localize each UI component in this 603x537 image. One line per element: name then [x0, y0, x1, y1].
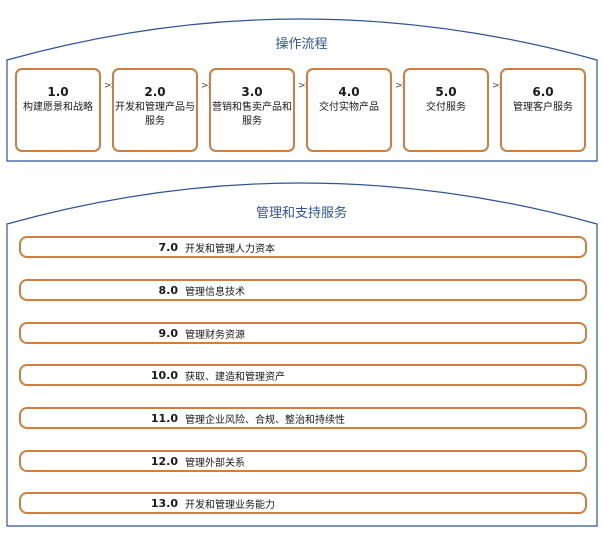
- support-item-label: 管理外部关系: [185, 457, 245, 469]
- support-item-label: 管理企业风险、合规、整治和持续性: [185, 414, 345, 426]
- bottom-section-frame: [6, 182, 598, 527]
- support-item-12[interactable]: 12.0 管理外部关系: [19, 450, 587, 472]
- support-item-label: 开发和管理业务能力: [185, 499, 275, 511]
- support-item-number: 13.0: [150, 496, 178, 510]
- support-item-label: 管理财务资源: [185, 329, 245, 341]
- bottom-section-title: 管理和支持服务: [255, 206, 347, 221]
- step-label: 营销和售卖产品和服务: [212, 102, 292, 127]
- step-label: 管理客户服务: [513, 102, 573, 113]
- step-box-3[interactable]: 3.0 营销和售卖产品和服务: [209, 68, 295, 152]
- step-label: 交付实物产品: [319, 102, 379, 113]
- support-item-8[interactable]: 8.0 管理信息技术: [19, 279, 587, 301]
- step-number: 5.0: [435, 85, 457, 99]
- support-item-label: 开发和管理人力资本: [185, 243, 275, 255]
- support-item-label: 管理信息技术: [185, 286, 245, 298]
- step-label: 交付服务: [426, 102, 466, 113]
- support-item-number: 9.0: [158, 326, 179, 340]
- support-item-number: 12.0: [150, 454, 178, 468]
- support-item-13[interactable]: 13.0 开发和管理业务能力: [19, 492, 587, 514]
- step-box-5[interactable]: 5.0 交付服务: [403, 68, 489, 152]
- step-box-2[interactable]: 2.0 开发和管理产品与服务: [112, 68, 198, 152]
- step-number: 1.0: [47, 85, 69, 99]
- step-box-4[interactable]: 4.0 交付实物产品: [306, 68, 392, 152]
- step-box-6[interactable]: 6.0 管理客户服务: [500, 68, 586, 152]
- step-number: 2.0: [144, 85, 166, 99]
- support-item-number: 8.0: [158, 283, 179, 297]
- step-box-1[interactable]: 1.0 构建愿景和战略: [15, 68, 101, 152]
- support-item-10[interactable]: 10.0 获取、建造和管理资产: [19, 364, 587, 386]
- step-label: 开发和管理产品与服务: [115, 102, 195, 127]
- support-item-7[interactable]: 7.0 开发和管理人力资本: [19, 236, 587, 258]
- support-item-number: 10.0: [150, 368, 178, 382]
- support-item-number: 7.0: [158, 240, 179, 254]
- step-number: 3.0: [241, 85, 263, 99]
- support-item-11[interactable]: 11.0 管理企业风险、合规、整治和持续性: [19, 407, 587, 429]
- step-label: 构建愿景和战略: [23, 102, 93, 113]
- support-item-label: 获取、建造和管理资产: [185, 371, 285, 383]
- support-item-number: 11.0: [150, 411, 178, 425]
- top-section-title: 操作流程: [275, 37, 328, 52]
- support-item-9[interactable]: 9.0 管理财务资源: [19, 322, 587, 344]
- step-number: 6.0: [532, 85, 554, 99]
- step-number: 4.0: [338, 85, 360, 99]
